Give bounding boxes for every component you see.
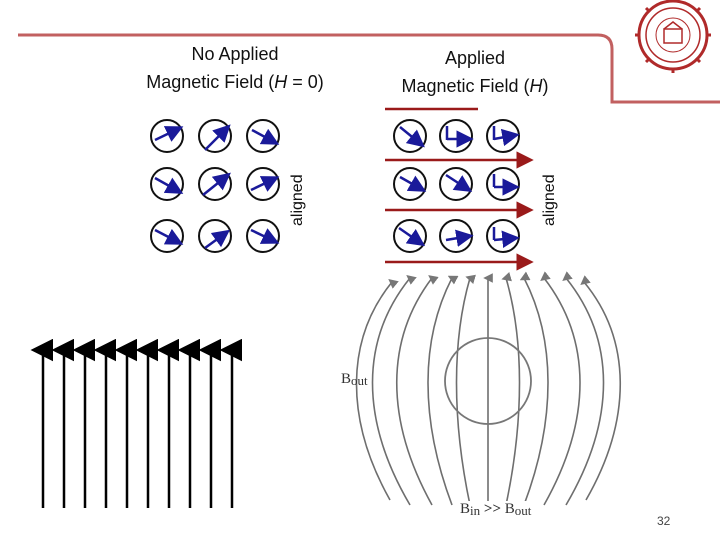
left-moment-cell [198,219,232,253]
applied-field-lines [385,107,534,271]
left-moment-cell [150,167,184,201]
right-moment-grid [393,119,520,253]
right-panel-title: Applied Magnetic Field (H) [370,44,580,100]
right-moment-cell [439,167,473,201]
relation-sub1: in [470,503,481,518]
right-moment-cell [486,167,520,201]
right-title-suffix: ) [542,76,549,96]
b-out-base: B [341,371,352,387]
b-out-subscript: out [351,373,368,388]
right-moment-cell [393,219,427,253]
left-moment-cell [246,119,280,153]
uniform-field-arrows [30,338,242,508]
left-moment-grid [150,119,280,253]
left-moment-cell [150,119,184,153]
left-title-suffix: = 0) [287,72,324,92]
right-moment-cell [439,119,474,153]
left-title-line2: Magnetic Field (H = 0) [120,68,350,96]
left-moment-cell [246,167,280,201]
page-number: 32 [657,514,671,528]
left-title-prefix: Magnetic Field ( [146,72,275,92]
flux-concentration-figure [355,271,622,506]
bin-bout-relation: Bin >> Bout [457,501,535,519]
relation-b2: B [504,501,515,517]
left-moment-cell [246,219,280,253]
relation-operator: >> [480,501,505,517]
right-moment-cell [439,219,474,253]
right-moment-cell [486,119,520,153]
b-out-label: Bout [341,371,368,389]
right-moment-cell [486,219,520,253]
left-title-var: H [274,72,288,92]
right-moment-cell [393,167,427,201]
right-title-prefix: Magnetic Field ( [401,76,530,96]
left-moment-cell [198,167,232,201]
right-title-line1: Applied [444,48,506,68]
left-moment-cell [198,119,232,153]
right-title-line2: Magnetic Field (H) [370,72,580,100]
left-panel-title: No Applied Magnetic Field (H = 0) [120,40,350,96]
relation-b1: B [460,501,471,517]
left-moment-cell [150,219,184,253]
right-title-var: H [529,76,543,96]
left-title-line1: No Applied [191,44,279,64]
relation-sub2: out [514,503,532,518]
right-moment-cell [393,119,427,153]
